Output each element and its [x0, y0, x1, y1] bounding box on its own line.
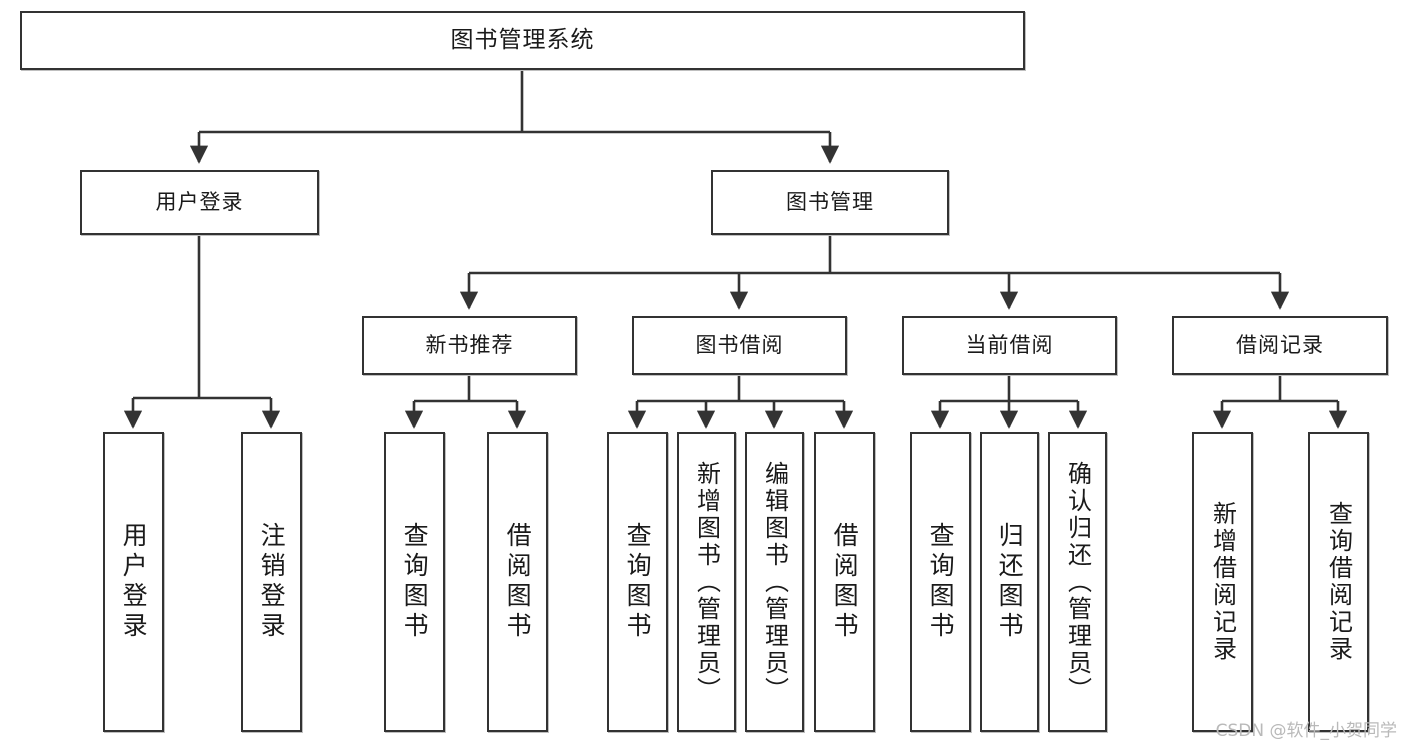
- node-leaf-query-book-3[interactable]: 查询图书: [910, 432, 971, 732]
- node-user-login[interactable]: 用户登录: [80, 170, 319, 235]
- node-leaf-query-book-2[interactable]: 查询图书: [607, 432, 668, 732]
- node-leaf-confirm-return-label: 确认归还（管理员）: [1063, 460, 1092, 704]
- node-new-book-recommend-label: 新书推荐: [425, 333, 514, 358]
- node-book-borrow-label: 图书借阅: [695, 333, 784, 358]
- node-leaf-query-record-label: 查询借阅记录: [1324, 501, 1353, 663]
- node-leaf-return-book[interactable]: 归还图书: [980, 432, 1039, 732]
- node-leaf-borrow-book-1-label: 借阅图书: [503, 522, 533, 642]
- node-new-book-recommend[interactable]: 新书推荐: [362, 316, 577, 375]
- node-leaf-add-record[interactable]: 新增借阅记录: [1192, 432, 1253, 732]
- node-root-label: 图书管理系统: [450, 27, 595, 54]
- node-leaf-add-book[interactable]: 新增图书（管理员）: [677, 432, 736, 732]
- node-book-manage-label: 图书管理: [786, 190, 874, 215]
- node-borrow-record-label: 借阅记录: [1236, 333, 1324, 358]
- node-leaf-add-record-label: 新增借阅记录: [1208, 501, 1237, 663]
- node-leaf-query-book-2-label: 查询图书: [623, 522, 653, 642]
- node-leaf-confirm-return[interactable]: 确认归还（管理员）: [1048, 432, 1107, 732]
- node-leaf-borrow-book-2-label: 借阅图书: [830, 522, 860, 642]
- node-leaf-borrow-book-1[interactable]: 借阅图书: [487, 432, 548, 732]
- node-leaf-user-login[interactable]: 用户登录: [103, 432, 164, 732]
- node-leaf-return-book-label: 归还图书: [995, 522, 1025, 642]
- node-leaf-edit-book-label: 编辑图书（管理员）: [760, 460, 789, 704]
- node-leaf-logout-label: 注销登录: [257, 522, 287, 642]
- node-leaf-query-book-1-label: 查询图书: [400, 522, 430, 642]
- node-leaf-borrow-book-2[interactable]: 借阅图书: [814, 432, 875, 732]
- node-current-borrow-label: 当前借阅: [965, 333, 1054, 358]
- node-root[interactable]: 图书管理系统: [20, 11, 1025, 70]
- node-leaf-edit-book[interactable]: 编辑图书（管理员）: [745, 432, 804, 732]
- node-leaf-add-book-label: 新增图书（管理员）: [692, 460, 721, 704]
- node-user-login-label: 用户登录: [155, 190, 244, 215]
- node-leaf-query-book-1[interactable]: 查询图书: [384, 432, 445, 732]
- node-book-borrow[interactable]: 图书借阅: [632, 316, 847, 375]
- node-leaf-logout[interactable]: 注销登录: [241, 432, 302, 732]
- node-leaf-query-book-3-label: 查询图书: [926, 522, 956, 642]
- node-current-borrow[interactable]: 当前借阅: [902, 316, 1117, 375]
- node-leaf-user-login-label: 用户登录: [119, 522, 149, 642]
- node-book-manage[interactable]: 图书管理: [711, 170, 949, 235]
- watermark-text: CSDN @软件_小贺同学: [1215, 721, 1397, 741]
- node-leaf-query-record[interactable]: 查询借阅记录: [1308, 432, 1369, 732]
- node-borrow-record[interactable]: 借阅记录: [1172, 316, 1388, 375]
